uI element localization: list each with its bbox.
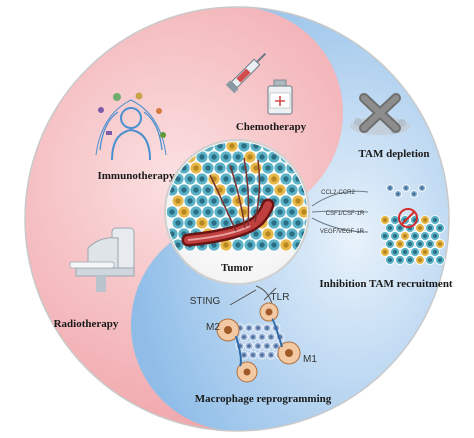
- macrophage-reprogramming-icon: [229, 285, 277, 306]
- csf1-csf1r-label: CSF1/CSF-1R: [326, 211, 365, 217]
- radiotherapy-label: Radiotherapy: [54, 318, 119, 330]
- tumor-label: Tumor: [221, 262, 253, 274]
- capillaries-icon: [209, 157, 261, 232]
- recruitment-pathway-arrows: [311, 190, 369, 233]
- macrophage-reprogramming-label: Macrophage reprogramming: [195, 393, 332, 405]
- radiotherapy-machine-icon: [69, 227, 135, 292]
- syringe-icon: [225, 52, 267, 94]
- reprogramming-arrows: [235, 318, 283, 367]
- tam-depletion-label: TAM depletion: [359, 148, 430, 160]
- immune-molecules-icon: [98, 92, 166, 138]
- m2-label: M2: [206, 322, 220, 333]
- m1-label: M1: [303, 354, 317, 365]
- m2-macrophage-icon: [216, 318, 240, 342]
- outer-ring: [24, 6, 450, 432]
- ccl2-ccr2-label: CCL2-CCR2: [321, 190, 355, 196]
- m1-macrophage-icon: [277, 341, 301, 365]
- macrophage-top-icon: [259, 302, 279, 322]
- vial-icon: [267, 79, 293, 115]
- tam-depletion-icon: [350, 93, 410, 135]
- tlr-label: TLR: [271, 292, 290, 303]
- sting-label: STING: [190, 296, 221, 307]
- inhibition-tam-recruitment-label: Inhibition TAM recruitment: [319, 278, 453, 290]
- chemotherapy-label: Chemotherapy: [236, 121, 307, 133]
- inhibit-sign-icon: [398, 208, 418, 228]
- macrophage-bottom-icon: [236, 361, 258, 383]
- vegf-vegfr-label: VEGF/VEGF-1R: [320, 229, 365, 235]
- immunotherapy-label: Immunotherapy: [97, 170, 175, 182]
- recruitment-cells-icon: [380, 184, 445, 265]
